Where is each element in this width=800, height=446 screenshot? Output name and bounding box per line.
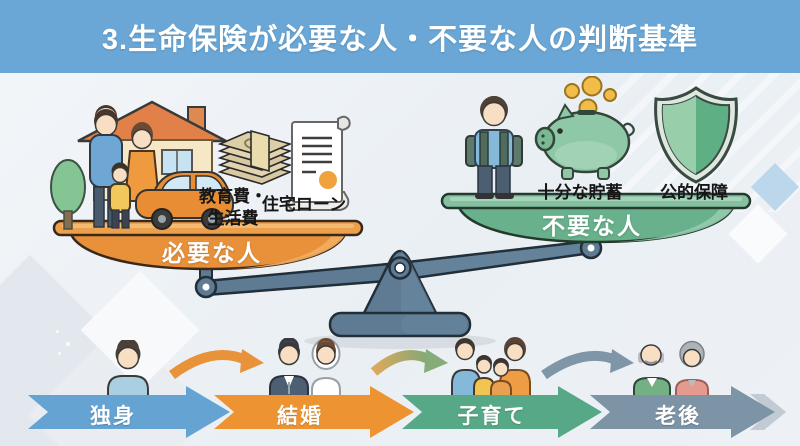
- family-house-car-icon: [50, 100, 234, 230]
- not-needed-pan: [440, 192, 752, 244]
- shield-icon: [654, 86, 738, 184]
- curve-arrow-icon: [370, 350, 433, 376]
- timeline-arrows: [28, 386, 786, 438]
- stage-arrow-childcare: [402, 386, 602, 438]
- needed-pan-label: 必要な人: [162, 240, 262, 266]
- expenses-label: 教育費・ 生活費: [190, 186, 276, 230]
- piggy-bank-icon: [534, 76, 635, 180]
- stage-label-marriage: 結婚: [277, 405, 323, 428]
- single-person-backpack-icon: [465, 96, 523, 199]
- single-person-icon: [107, 340, 149, 398]
- coverage-label: 公的保障: [660, 183, 728, 202]
- stage-label-childcare: 子育て: [457, 405, 527, 428]
- stage-arrow-marriage: [214, 386, 414, 438]
- expenses-label-line1: 教育費・: [199, 187, 267, 206]
- curve-arrow-icon: [541, 350, 618, 380]
- stage-label-retirement: 老後: [655, 405, 701, 428]
- title-banner: 3.生命保険が必要な人・不要な人の判断基準: [0, 0, 800, 73]
- page-title: 3.生命保険が必要な人・不要な人の判断基準: [101, 23, 699, 56]
- loan-label: 住宅ローン: [261, 195, 347, 214]
- stage-arrow-retirement: [590, 386, 775, 438]
- timeline-end-chevron: [750, 394, 786, 430]
- savings-label: 十分な貯蓄: [537, 183, 623, 202]
- curve-arrow-icon: [169, 350, 249, 380]
- loan-document-icon: [287, 115, 351, 211]
- wedding-couple-icon: [269, 338, 341, 400]
- money-stack-icon: [217, 129, 293, 185]
- not-needed-pan-label: 不要な人: [542, 213, 642, 239]
- elderly-couple-icon: [633, 340, 709, 398]
- expenses-label-line2: 生活費: [207, 209, 259, 229]
- stage-arrow-single: [28, 386, 230, 438]
- stage-label-single: 独身: [90, 405, 136, 428]
